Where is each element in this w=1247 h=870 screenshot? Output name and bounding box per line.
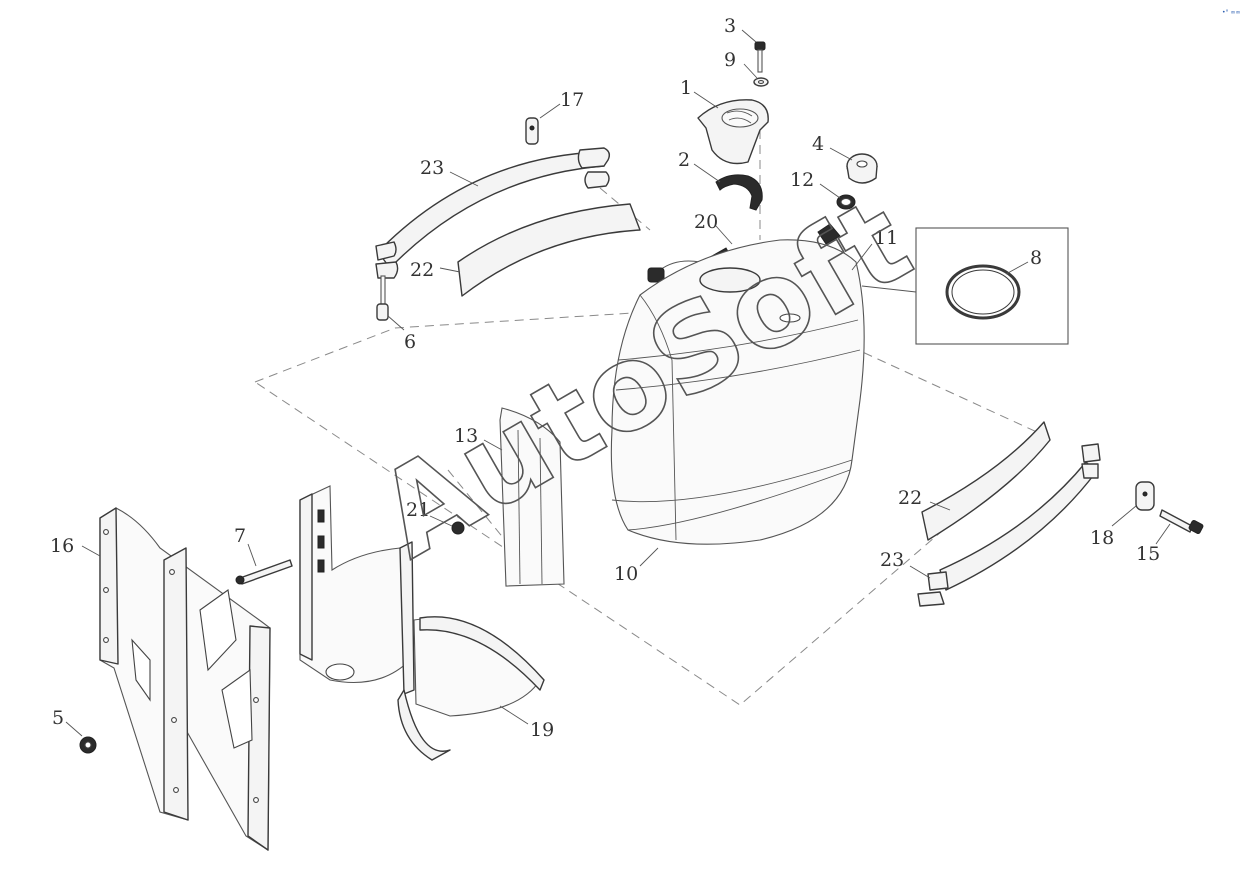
mounting-bracket-part-16 — [99, 507, 271, 851]
filler-neck-part-11 — [817, 223, 841, 245]
heat-shield-part-13 — [499, 407, 565, 587]
pin-part-18 — [1135, 481, 1155, 511]
pin-part-17 — [525, 117, 539, 145]
callout-4: 4 — [812, 133, 824, 155]
callout-7: 7 — [234, 525, 246, 547]
callout-23-upper: 23 — [420, 157, 444, 179]
bolt-part-21 — [451, 521, 465, 535]
callout-18: 18 — [1090, 527, 1114, 549]
bolt-part-6 — [376, 275, 389, 321]
callout-5: 5 — [52, 707, 64, 729]
callout-9: 9 — [724, 49, 736, 71]
callout-16: 16 — [50, 535, 74, 557]
callout-22-upper: 22 — [410, 259, 434, 281]
callout-2: 2 — [678, 149, 690, 171]
callout-6: 6 — [404, 331, 416, 353]
callout-3: 3 — [724, 15, 736, 37]
callout-labels: 3 9 1 17 4 2 12 23 20 11 8 22 6 13 21 22… — [50, 15, 1160, 741]
callout-17: 17 — [560, 89, 584, 111]
callout-20: 20 — [694, 211, 718, 233]
strap-part-23-upper — [375, 147, 611, 279]
callout-1: 1 — [680, 77, 692, 99]
strap-part-23-lower — [917, 443, 1101, 607]
callout-19: 19 — [530, 719, 554, 741]
rubber-pad-part-22-upper — [457, 203, 641, 297]
callout-22-lower: 22 — [898, 487, 922, 509]
nut-part-5 — [79, 736, 97, 754]
callout-13: 13 — [454, 425, 478, 447]
callout-15: 15 — [1136, 543, 1160, 565]
callout-12: 12 — [790, 169, 814, 191]
filler-cap-part-4 — [846, 153, 878, 184]
cap-seal-part-12 — [836, 194, 856, 210]
callout-21: 21 — [406, 499, 430, 521]
clamp-ring-part-2 — [715, 174, 763, 211]
detail-box-part-8 — [861, 227, 1069, 345]
bolt-part-3 — [754, 41, 766, 73]
bracket-frame-part-19 — [299, 485, 545, 761]
bolt-part-15 — [1159, 509, 1204, 535]
fuel-tank-part-10 — [610, 239, 865, 545]
callout-8: 8 — [1030, 247, 1042, 269]
corner-mark: •° ∞∞ — [1222, 9, 1240, 16]
long-bolt-part-7 — [235, 559, 293, 585]
callout-23-lower: 23 — [880, 549, 904, 571]
pump-cover-part-1 — [697, 99, 769, 165]
washer-part-9 — [753, 77, 769, 87]
callout-leaders — [65, 29, 1171, 737]
callout-11: 11 — [874, 227, 898, 249]
rubber-pad-part-22-lower — [921, 421, 1051, 541]
callout-10: 10 — [614, 563, 638, 585]
